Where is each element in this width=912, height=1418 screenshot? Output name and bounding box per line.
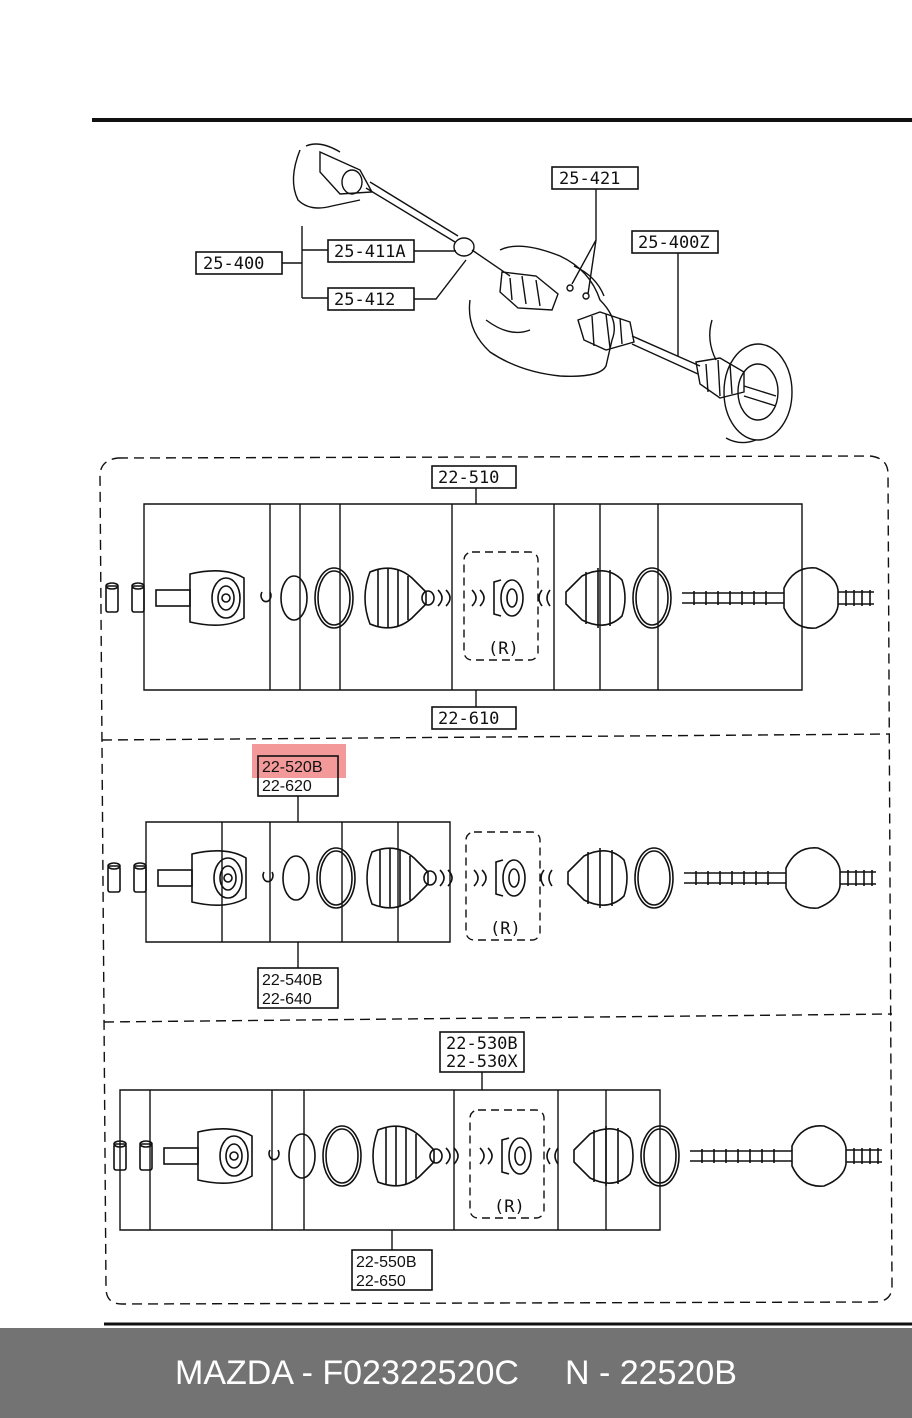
callout-25-412: 25-412 <box>327 259 467 311</box>
svg-text:22-550B: 22-550B <box>356 1254 417 1271</box>
svg-text:22-650: 22-650 <box>356 1273 406 1290</box>
vehicle-overview <box>292 143 793 444</box>
section-1-assembly: 22-510 22-610 (R) <box>105 465 875 730</box>
svg-text:22-640: 22-640 <box>262 991 312 1008</box>
callout-25-400Z: 25-400Z <box>631 230 719 356</box>
svg-text:(R): (R) <box>494 1197 525 1217</box>
callout-25-411A: 25-411A <box>327 239 456 263</box>
footer-part-number: N - 22520B <box>564 1353 737 1392</box>
svg-text:25-412: 25-412 <box>334 290 395 310</box>
svg-text:22-510: 22-510 <box>438 468 499 488</box>
section-3-assembly: 22-530B 22-530X 22-550B 22-650 (R) <box>113 1031 883 1291</box>
section-2-assembly: 22-520B 22-620 22-540B 22-640 (R) <box>107 744 877 1009</box>
svg-text:(R): (R) <box>490 919 521 939</box>
variants-frame <box>99 455 893 1305</box>
highlight-box <box>252 744 346 778</box>
highlighted-part-label: 22-520B <box>262 759 323 776</box>
callout-25-421: 25-421 <box>551 166 639 295</box>
svg-text:25-421: 25-421 <box>559 169 620 189</box>
svg-text:22-530B: 22-530B <box>446 1034 518 1054</box>
footer-brand-part: MAZDA - F02322520C <box>175 1353 519 1392</box>
svg-text:22-610: 22-610 <box>438 709 499 729</box>
svg-text:25-400Z: 25-400Z <box>638 233 710 253</box>
parts-diagram: 25-400 25-411A 25-412 25-421 25-400Z 22-… <box>92 118 912 1326</box>
svg-text:25-400: 25-400 <box>203 254 264 274</box>
callout-25-400: 25-400 <box>195 226 328 299</box>
footer-bar: MAZDA - F02322520C N - 22520B <box>0 1328 912 1418</box>
svg-text:22-620: 22-620 <box>262 778 312 795</box>
svg-text:(R): (R) <box>488 639 519 659</box>
svg-text:25-411A: 25-411A <box>334 242 406 262</box>
svg-text:22-530X: 22-530X <box>446 1052 518 1072</box>
svg-text:22-540B: 22-540B <box>262 972 323 989</box>
